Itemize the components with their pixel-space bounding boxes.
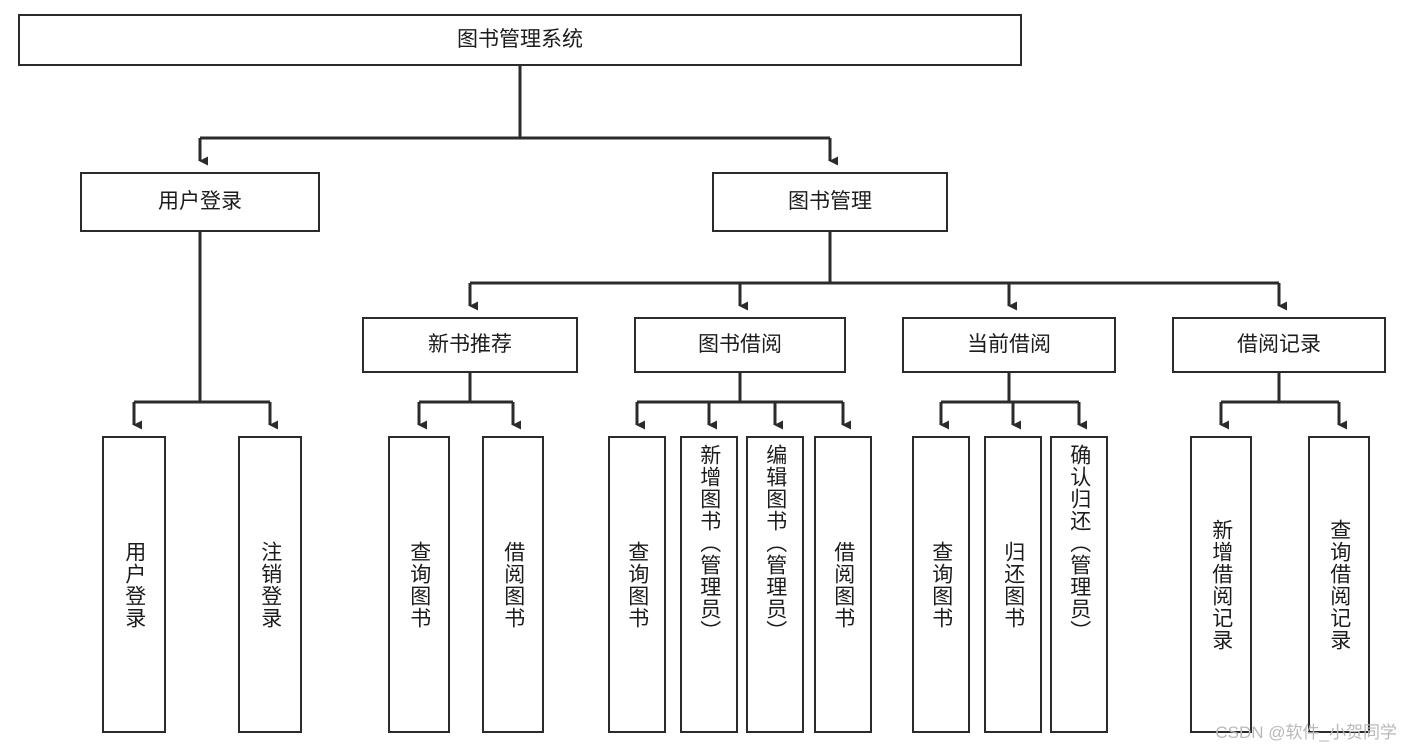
node-current-borrow[interactable]: 当前借阅 [902, 317, 1116, 373]
node-leaf-query-book-3[interactable]: 查询图书 [912, 436, 970, 733]
node-leaf-add-book[interactable]: 新增图书（管理员） [680, 436, 738, 733]
node-book-borrow[interactable]: 图书借阅 [634, 317, 846, 373]
watermark: CSDN @软件_小贺同学 [1215, 723, 1397, 742]
node-leaf-edit-book[interactable]: 编辑图书（管理员） [746, 436, 804, 733]
node-leaf-add-record[interactable]: 新增借阅记录 [1190, 436, 1252, 733]
node-leaf-query-record[interactable]: 查询借阅记录 [1308, 436, 1370, 733]
node-new-book-recommend[interactable]: 新书推荐 [362, 317, 578, 373]
node-leaf-logout[interactable]: 注销登录 [238, 436, 302, 733]
node-label: 查询图书 [929, 540, 953, 629]
node-label: 借阅图书 [501, 540, 525, 629]
node-label: 用户登录 [158, 190, 242, 214]
node-leaf-query-book-1[interactable]: 查询图书 [388, 436, 450, 733]
node-borrow-record[interactable]: 借阅记录 [1172, 317, 1386, 373]
node-leaf-return-book[interactable]: 归还图书 [984, 436, 1042, 733]
node-label: 当前借阅 [967, 333, 1051, 357]
node-leaf-user-login[interactable]: 用户登录 [102, 436, 166, 733]
node-leaf-borrow-book-1[interactable]: 借阅图书 [482, 436, 544, 733]
node-label: 归还图书 [1001, 540, 1025, 629]
node-leaf-borrow-book-2[interactable]: 借阅图书 [814, 436, 872, 733]
node-label: 借阅记录 [1237, 333, 1321, 357]
node-label: 图书管理系统 [457, 28, 583, 52]
node-label: 新增图书（管理员） [697, 444, 721, 642]
node-label: 注销登录 [258, 540, 282, 629]
node-user-login[interactable]: 用户登录 [80, 172, 320, 232]
node-label: 查询图书 [625, 540, 649, 629]
node-root[interactable]: 图书管理系统 [18, 14, 1022, 66]
node-label: 新书推荐 [428, 333, 512, 357]
node-label: 编辑图书（管理员） [763, 444, 787, 642]
node-label: 图书借阅 [698, 333, 782, 357]
node-leaf-query-book-2[interactable]: 查询图书 [608, 436, 666, 733]
node-label: 新增借阅记录 [1209, 518, 1233, 651]
node-label: 用户登录 [122, 540, 146, 629]
node-label: 图书管理 [788, 190, 872, 214]
node-label: 确认归还（管理员） [1067, 444, 1091, 642]
node-leaf-confirm-return[interactable]: 确认归还（管理员） [1050, 436, 1108, 733]
node-label: 借阅图书 [831, 540, 855, 629]
node-book-manage[interactable]: 图书管理 [712, 172, 948, 232]
node-label: 查询借阅记录 [1327, 518, 1351, 651]
node-label: 查询图书 [407, 540, 431, 629]
